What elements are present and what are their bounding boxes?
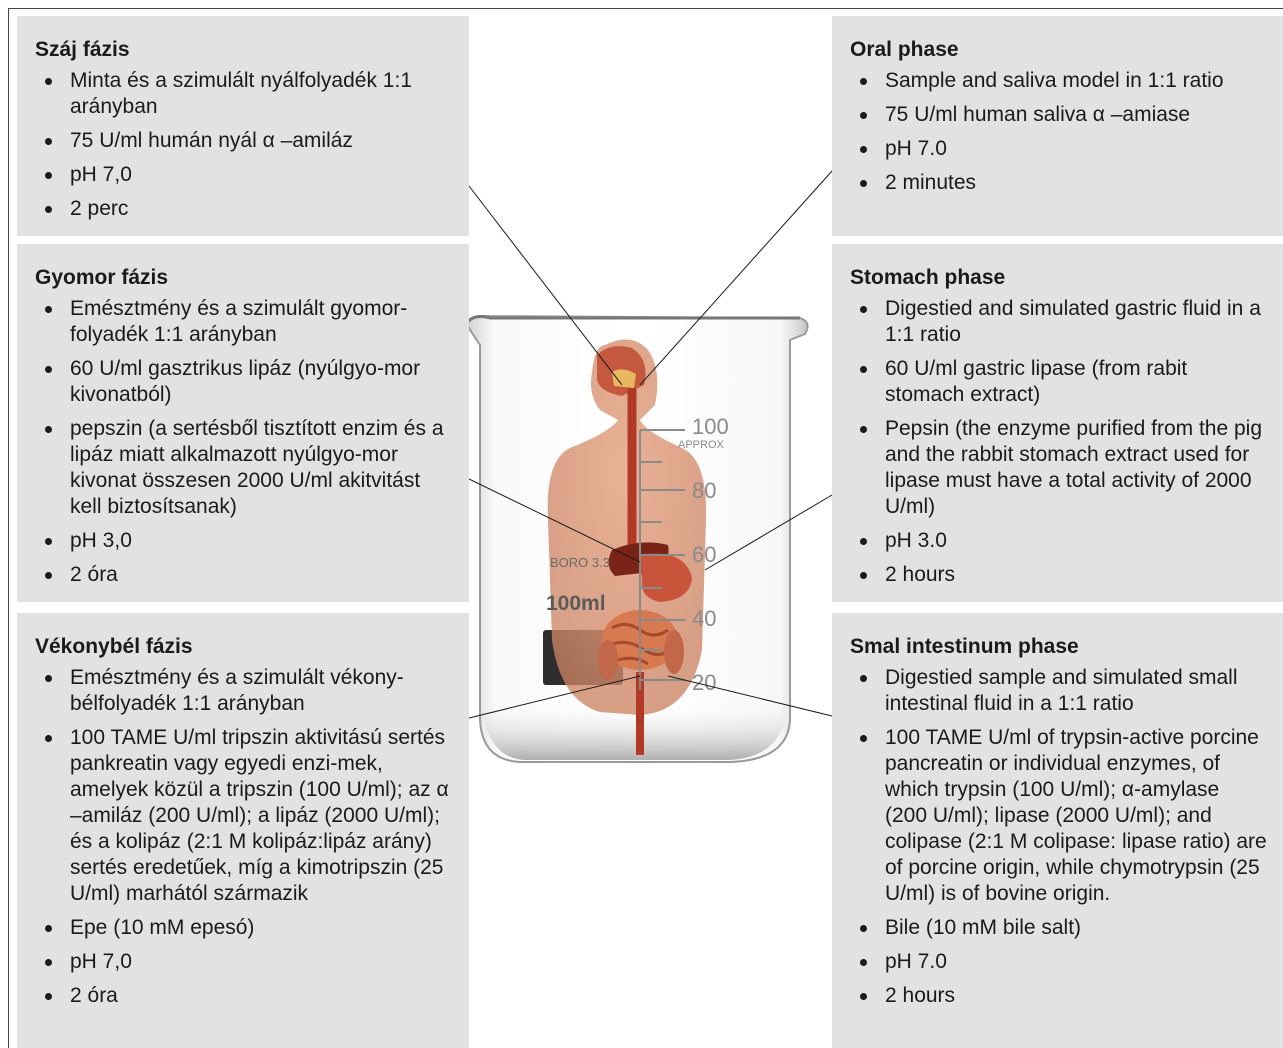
- list-item: 75 U/ml humán nyál α –amiláz: [70, 128, 453, 154]
- mouth: [612, 369, 636, 388]
- panel-stomach-phase-en: Stomach phase Digestied and simulated ga…: [832, 244, 1283, 602]
- list-item: pH 3,0: [70, 528, 453, 554]
- list-item: 100 TAME U/ml tripszin aktivitású sertés…: [70, 725, 453, 907]
- list-item: 100 TAME U/ml of trypsin-active porcine …: [885, 725, 1267, 907]
- panel-title: Smal intestinum phase: [850, 635, 1267, 659]
- volume-label: 100ml: [546, 592, 606, 615]
- list-item: 2 óra: [70, 983, 453, 1009]
- panel-title: Gyomor fázis: [35, 266, 453, 290]
- panel-oral-phase-hu: Száj fázis Minta és a szimulált nyálfoly…: [17, 16, 469, 236]
- list-item: 60 U/ml gasztrikus lipáz (nyúlgyo-mor ki…: [70, 356, 453, 408]
- list-item: 2 óra: [70, 562, 453, 588]
- scale-label-60: 60: [692, 542, 716, 567]
- list-item: Bile (10 mM bile salt): [885, 915, 1267, 941]
- panel-intestine-phase-en: Smal intestinum phase Digestied sample a…: [832, 613, 1283, 1048]
- list-item: Sample and saliva model in 1:1 ratio: [885, 68, 1267, 94]
- list-item: 2 minutes: [885, 170, 1267, 196]
- list-item: Epe (10 mM epesó): [70, 915, 453, 941]
- list-item: 2 perc: [70, 196, 453, 222]
- list-item: pH 7,0: [70, 949, 453, 975]
- bullet-list: Digestied and simulated gastric fluid in…: [850, 296, 1267, 588]
- panel-title: Száj fázis: [35, 38, 453, 62]
- panel-title: Stomach phase: [850, 266, 1267, 290]
- panel-title: Oral phase: [850, 38, 1267, 62]
- list-item: 2 hours: [885, 562, 1267, 588]
- list-item: 2 hours: [885, 983, 1267, 1009]
- list-item: Digestied sample and simulated small int…: [885, 665, 1267, 717]
- list-item: Emésztmény és a szimulált gyomor-folyadé…: [70, 296, 453, 348]
- bullet-list: Sample and saliva model in 1:1 ratio 75 …: [850, 68, 1267, 196]
- panel-title: Vékonybél fázis: [35, 635, 453, 659]
- list-item: 60 U/ml gastric lipase (from rabit stoma…: [885, 356, 1267, 408]
- scale-approx-label: APPROX: [678, 439, 725, 451]
- panel-intestine-phase-hu: Vékonybél fázis Emésztmény és a szimulál…: [17, 613, 469, 1048]
- list-item: Minta és a szimulált nyálfolyadék 1:1 ar…: [70, 68, 453, 120]
- bullet-list: Digestied sample and simulated small int…: [850, 665, 1267, 1009]
- list-item: Pepsin (the enzyme purified from the pig…: [885, 416, 1267, 520]
- scale-label-80: 80: [692, 478, 716, 503]
- scale-label-40: 40: [692, 606, 716, 631]
- list-item: pH 7.0: [885, 136, 1267, 162]
- list-item: pH 3.0: [885, 528, 1267, 554]
- list-item: Emésztmény és a szimulált vékony-bélfoly…: [70, 665, 453, 717]
- list-item: 75 U/ml human saliva α –amiase: [885, 102, 1267, 128]
- scale-label-100: 100: [692, 414, 729, 439]
- bullet-list: Minta és a szimulált nyálfolyadék 1:1 ar…: [35, 68, 453, 222]
- panel-stomach-phase-hu: Gyomor fázis Emésztmény és a szimulált g…: [17, 244, 469, 602]
- bullet-list: Emésztmény és a szimulált gyomor-folyadé…: [35, 296, 453, 588]
- bullet-list: Emésztmény és a szimulált vékony-bélfoly…: [35, 665, 453, 1009]
- brand-label: BORO 3.3: [550, 555, 610, 570]
- list-item: pH 7.0: [885, 949, 1267, 975]
- list-item: Digestied and simulated gastric fluid in…: [885, 296, 1267, 348]
- list-item: pH 7,0: [70, 162, 453, 188]
- panel-oral-phase-en: Oral phase Sample and saliva model in 1:…: [832, 16, 1283, 236]
- list-item: pepszin (a sertésből tisztított enzim és…: [70, 416, 453, 520]
